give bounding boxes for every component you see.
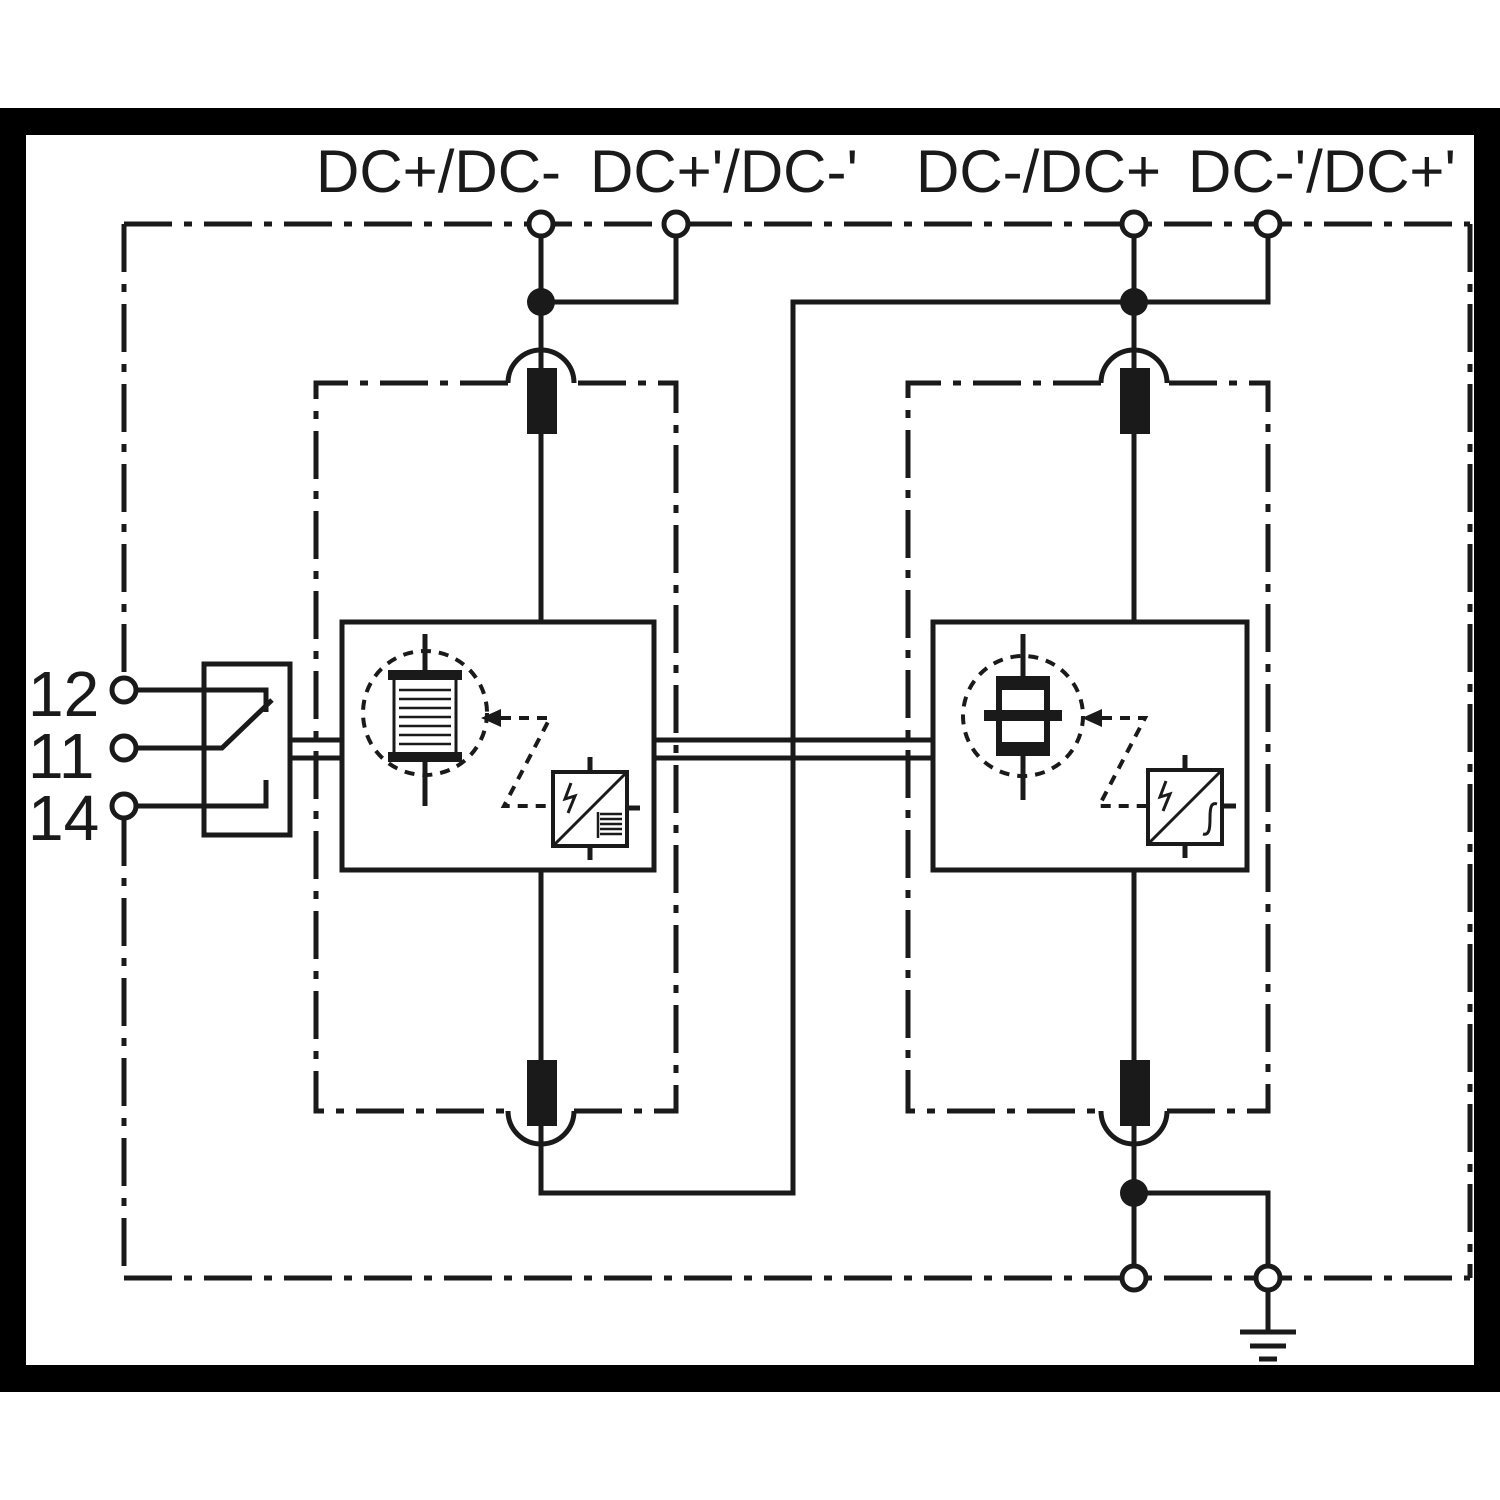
thermal-disconnector-icon xyxy=(1146,755,1236,858)
varistor-icon xyxy=(388,634,462,806)
fuses xyxy=(527,368,1150,1126)
thermal-disconnector-icon xyxy=(551,757,640,860)
spark-gap-plate-top xyxy=(996,676,1050,690)
terminal-icon xyxy=(1253,209,1283,239)
left-module-outline-left xyxy=(313,380,508,1114)
terminals xyxy=(109,209,1283,1293)
terminal-icon xyxy=(661,209,691,239)
terminal-icon xyxy=(109,733,139,763)
relay-terminal-labels: 12 11 14 xyxy=(28,658,99,854)
disconnector-diagonal xyxy=(551,770,629,848)
terminal-icon xyxy=(109,675,139,705)
relay-contact-icon xyxy=(136,661,293,838)
relay-wire-14 xyxy=(136,780,269,809)
arrow-left-icon xyxy=(481,709,501,727)
varistor-plate-bottom xyxy=(388,752,462,762)
right-protection-module xyxy=(930,619,1250,873)
right-module-outline-right xyxy=(1167,380,1271,1114)
right-module-outline-left xyxy=(905,380,1101,1114)
junction-dot xyxy=(527,288,555,316)
junctions xyxy=(527,288,1148,1207)
wire-right-bottom-bridge xyxy=(1134,1190,1271,1266)
wire-right-top-bridge xyxy=(1134,236,1271,305)
wiring xyxy=(290,236,1271,1266)
label-relay-14: 14 xyxy=(28,782,99,854)
spark-gap-electrode xyxy=(984,710,1062,721)
integral-icon xyxy=(1202,802,1218,836)
fuse-icon xyxy=(1120,1060,1150,1126)
terminal-icon xyxy=(109,791,139,821)
right-thermal-link xyxy=(1095,716,1149,808)
fuse-icon xyxy=(1120,368,1150,434)
junction-dot xyxy=(1120,288,1148,316)
outer-enclosure xyxy=(121,221,1473,1281)
varistor-layers xyxy=(399,688,451,746)
spark-gap-icon xyxy=(984,634,1062,800)
fuse-icon xyxy=(527,1060,557,1126)
label-dc-plus-minus: DC+/DC- xyxy=(316,138,561,205)
mini-varistor-icon xyxy=(596,812,622,838)
wire-left-top-bridge xyxy=(541,236,679,305)
fuse-icon xyxy=(527,368,557,434)
left-thermal-link xyxy=(500,716,554,808)
disconnector-diagonal xyxy=(1146,768,1224,846)
dc-terminal-labels: DC+/DC- DC+'/DC-' DC-/DC+ DC-'/DC+' xyxy=(316,138,1456,205)
varistor-plate-top xyxy=(388,670,462,680)
terminal-icon xyxy=(1253,1263,1283,1293)
relay-wire-11-arm xyxy=(136,698,274,751)
label-relay-11: 11 xyxy=(28,720,94,792)
label-dc-minus-plus-prime: DC-'/DC+' xyxy=(1188,138,1456,205)
lightning-icon xyxy=(562,782,578,814)
terminal-icon xyxy=(1119,1263,1149,1293)
ground-icon xyxy=(1240,1290,1296,1362)
left-module-outline-right xyxy=(574,380,679,1114)
junction-dot xyxy=(1120,1179,1148,1207)
terminal-icon xyxy=(1119,209,1149,239)
wire-cross-connection xyxy=(538,299,1134,1196)
label-relay-12: 12 xyxy=(28,658,99,730)
label-dc-plus-minus-prime: DC+'/DC-' xyxy=(590,138,858,205)
arrow-left-icon xyxy=(1082,709,1102,727)
spark-gap-plate-bottom xyxy=(996,742,1050,756)
label-dc-minus-plus: DC-/DC+ xyxy=(916,138,1161,205)
terminal-icon xyxy=(526,209,556,239)
left-protection-module xyxy=(339,619,657,873)
lightning-icon xyxy=(1157,780,1173,812)
